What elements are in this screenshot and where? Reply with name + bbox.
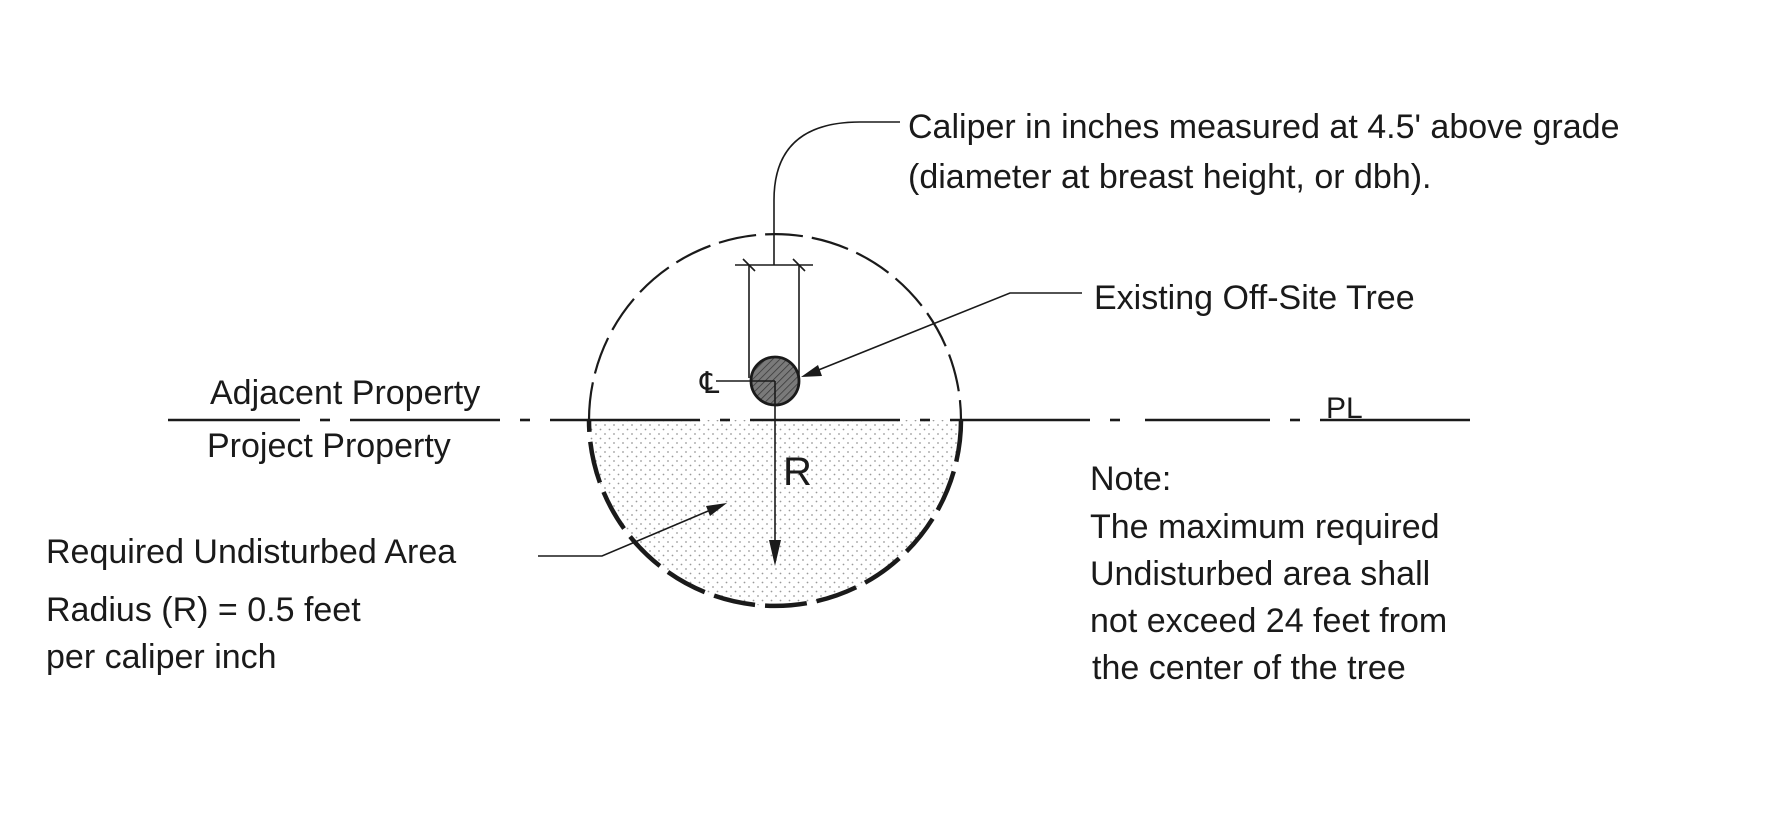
caliper-label-line2: (diameter at breast height, or dbh).	[908, 158, 1432, 196]
caliper-dimension	[735, 121, 900, 378]
note-line: Undisturbed area shall	[1090, 555, 1430, 593]
existing-tree-label: Existing Off-Site Tree	[1094, 279, 1415, 317]
undisturbed-area-leader	[538, 503, 727, 557]
radius-symbol: R	[783, 450, 812, 494]
area-radius-line2: per caliper inch	[46, 638, 277, 676]
protection-circle-lower	[586, 419, 964, 609]
caliper-label-line1: Caliper in inches measured at 4.5' above…	[908, 108, 1619, 146]
note-line: The maximum required	[1090, 508, 1440, 546]
area-title-label: Required Undisturbed Area	[46, 533, 456, 571]
note-block: Note: The maximum required Undisturbed a…	[1090, 460, 1447, 687]
note-line: the center of the tree	[1092, 649, 1406, 687]
existing-tree-leader	[801, 292, 1082, 377]
centerline-symbol: ℄	[699, 367, 719, 400]
protection-circle-upper	[587, 232, 963, 421]
radius-arrow	[769, 381, 781, 566]
note-line: not exceed 24 feet from	[1090, 602, 1447, 640]
note-heading: Note:	[1090, 460, 1171, 498]
area-radius-line1: Radius (R) = 0.5 feet	[46, 591, 361, 629]
adjacent-property-label: Adjacent Property	[210, 374, 480, 412]
project-property-label: Project Property	[207, 427, 451, 465]
property-line-symbol: PL	[1326, 392, 1363, 425]
